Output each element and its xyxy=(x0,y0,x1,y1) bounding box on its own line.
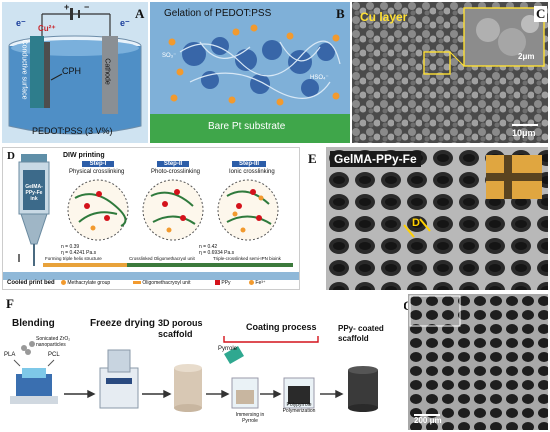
legend-oligomethacryoyl: Oligomethacryoyl unit xyxy=(133,280,190,286)
main-scale-label: 10μm xyxy=(512,128,536,138)
legend-ppy-text: PPy xyxy=(221,280,231,286)
panel-d-label: D xyxy=(7,150,15,162)
step-2-desc: Photo-crosslinking xyxy=(151,169,201,175)
scale-bar xyxy=(512,124,538,126)
params-left: n = 0.39 η = 0.4241 Pa.s xyxy=(61,244,97,256)
gelma-tag: GelMA-PPy-Fe xyxy=(330,151,421,167)
porous-network xyxy=(326,147,548,290)
legend-oligomethacryoyl-text: Oligomethacryoyl unit xyxy=(142,280,191,286)
nozzle-ink-label: GelMA-PPy-Fe ink xyxy=(25,184,43,202)
cu-layer-tag: Cu layer xyxy=(360,10,408,24)
legend-fe-text: Fe³⁺ xyxy=(255,280,266,286)
stage-2-label: Crosslinked Oligomethacryol unit xyxy=(129,256,195,261)
coated-scaffold-label: PPy- coated scaffold xyxy=(338,324,384,343)
methacrylate-swatch xyxy=(61,280,66,286)
pedot-gelation-illustration xyxy=(150,24,350,143)
immersing-label: Immersing in Pyrrole xyxy=(235,412,265,424)
panel-e: E GelMA-PPy-Fe D xyxy=(304,147,548,290)
panel-g: G 200 μm xyxy=(404,294,548,430)
step-1-badge: Step-I xyxy=(82,161,114,167)
cph-label: CPH xyxy=(62,66,82,76)
sulfonate-ion-label: SO₃⁻ xyxy=(162,53,177,59)
coating-process-label: Coating process xyxy=(246,322,317,332)
stage-1-label: Forming triple helix structure xyxy=(45,256,102,261)
sonicated-label: Sonicated ZrO₂ nanoparticles xyxy=(36,336,71,348)
electrochemical-cell-illustration xyxy=(8,8,142,135)
plus-terminal: + xyxy=(64,2,70,12)
step-1-desc: Physical crosslinking xyxy=(69,169,125,175)
freeze-drying-label: Freeze drying xyxy=(90,318,156,329)
stage-3-label: Triple-crosslinked semi-IPN bioink xyxy=(213,256,281,261)
print-bed-label: Cooled print bed xyxy=(7,280,55,286)
legend-ppy: PPy xyxy=(215,280,231,286)
fe-swatch xyxy=(249,280,254,286)
minus-terminal: − xyxy=(84,2,90,12)
hso4-ion-label: HSO₄⁻ xyxy=(310,75,329,81)
panel-a: e⁻ Cu²⁺ e⁻ + − Conductive surface Cathod… xyxy=(2,2,148,143)
step-3-badge: Step-III xyxy=(232,161,266,167)
params-right: n = 0.42 η = 0.6934 Pa.s xyxy=(199,244,235,256)
scale-label-g: 200 μm xyxy=(414,416,442,425)
legend-fe: Fe³⁺ xyxy=(249,280,266,286)
panel-c: Cu layer 2μm 10μm C xyxy=(352,2,548,143)
panel-d: D DIW printing GelMA-PPy-Fe ink Step-I P… xyxy=(2,147,300,290)
inset-scale-label: 2μm xyxy=(518,52,535,61)
pla-label: PLA xyxy=(4,352,16,358)
porous-scaffold-label: 3D porous scaffold xyxy=(158,318,203,339)
step-2-badge: Step-II xyxy=(157,161,189,167)
panel-b: Gelation of PEDOT:PSS SO₃⁻ HSO₄⁻ Bare Pt… xyxy=(150,2,350,143)
legend-methacrylate: Methacrylate group xyxy=(61,280,110,286)
cu-ion-label: Cu²⁺ xyxy=(38,24,56,33)
electron-left-label: e⁻ xyxy=(16,18,26,28)
cathode-label: Cathode xyxy=(103,58,111,85)
panel-c-label: C xyxy=(534,6,548,22)
panel-b-label: B xyxy=(336,6,345,21)
panel-a-label: A xyxy=(135,6,145,21)
blending-label: Blending xyxy=(12,318,55,329)
porous-network-g xyxy=(408,294,548,430)
cu-layer-sem-image xyxy=(352,2,548,143)
pcl-label: PCL xyxy=(48,352,60,358)
scale-bar-g xyxy=(414,414,440,416)
panel-f: F Blending Sonicated ZrO₂ nanoparticles … xyxy=(2,294,398,430)
legend-methacrylate-text: Methacrylate group xyxy=(67,280,111,286)
diw-printing-schematic xyxy=(3,154,299,280)
ppy-swatch xyxy=(215,280,220,286)
polymerization-label: Polypyrrole Polymerization xyxy=(282,402,316,414)
diw-heading: DIW printing xyxy=(63,152,105,159)
panel-b-title: Gelation of PEDOT:PSS xyxy=(164,8,272,19)
conductive-surface-label: Conductive surface xyxy=(20,39,28,100)
solution-label: PEDOT:PSS (3 V%) xyxy=(32,126,113,136)
step-3-desc: Ionic crosslinking xyxy=(229,169,275,175)
pore-marker-label: D xyxy=(412,217,420,229)
oligomethacryoyl-swatch xyxy=(133,281,141,285)
ppy-coated-scaffold-process xyxy=(10,336,378,412)
panel-e-label: E xyxy=(308,151,317,166)
substrate-label: Bare Pt substrate xyxy=(208,121,286,132)
panel-f-label: F xyxy=(6,296,14,311)
pyrrole-label: Pyrrole xyxy=(218,346,238,352)
ppy-scaffold-sem-image: 200 μm xyxy=(408,294,548,430)
gelma-sem-image: GelMA-PPy-Fe D xyxy=(326,147,548,290)
electron-right-label: e⁻ xyxy=(120,18,130,28)
